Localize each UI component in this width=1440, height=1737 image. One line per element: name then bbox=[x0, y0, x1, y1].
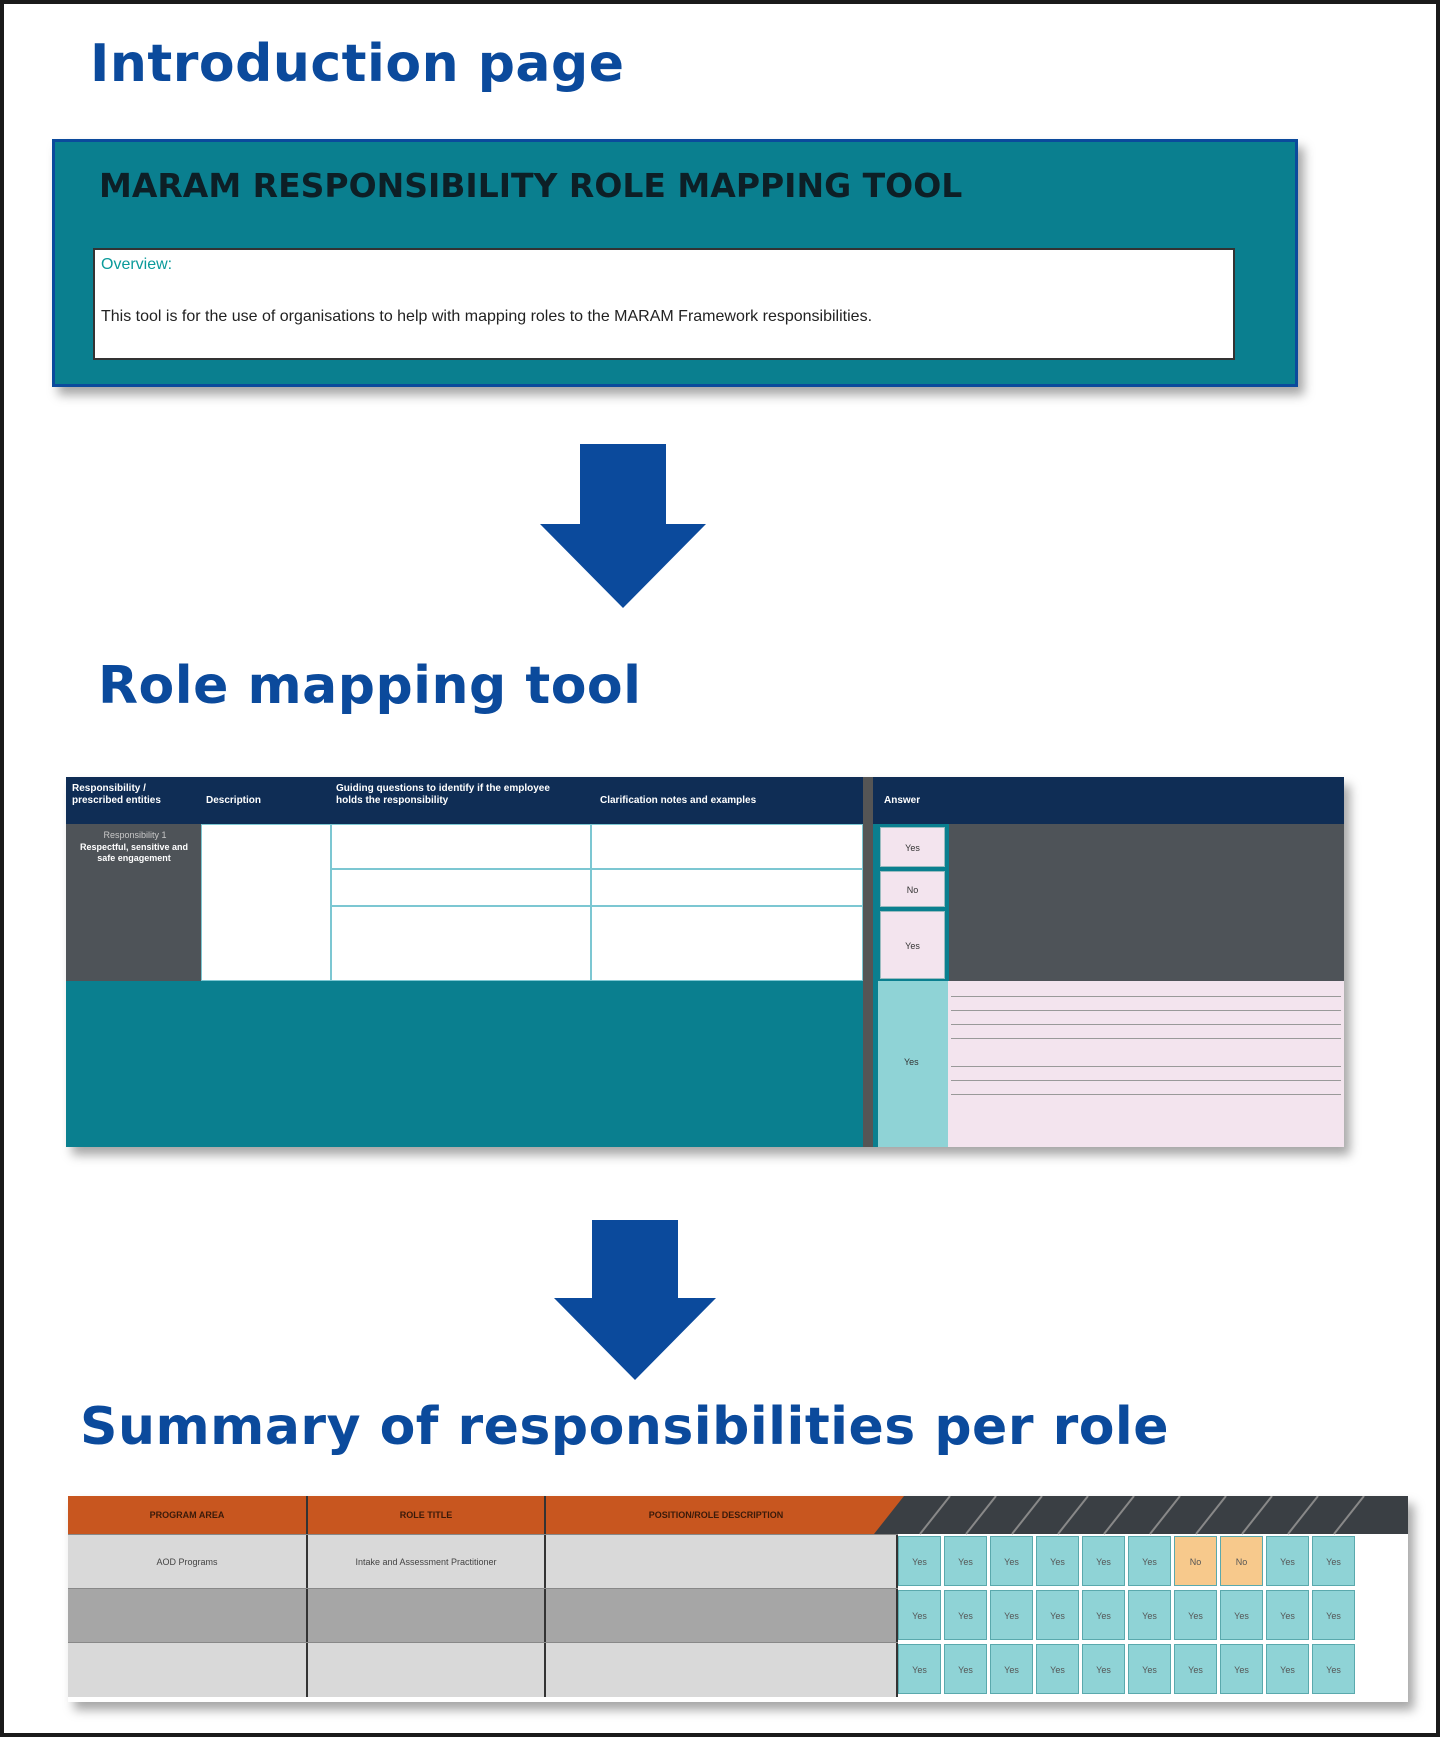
grid-cell: Yes bbox=[1220, 1590, 1263, 1640]
grid-cell: Yes bbox=[1036, 1644, 1079, 1694]
question-cell-3 bbox=[331, 906, 591, 981]
row-2-description bbox=[546, 1589, 898, 1643]
responsibility-number-headers bbox=[874, 1496, 1408, 1535]
summary-preview: PROGRAM AREA ROLE TITLE POSITION/ROLE DE… bbox=[68, 1496, 1408, 1702]
summary-heading: Summary of responsibilities per role bbox=[80, 1397, 1170, 1457]
grid-cell: Yes bbox=[1128, 1644, 1171, 1694]
role-table-header: Responsibility / prescribed entities Des… bbox=[66, 777, 1344, 824]
grid-cell: No bbox=[1220, 1536, 1263, 1586]
row-1-program: AOD Programs bbox=[68, 1535, 308, 1589]
responsibility-name: Respectful, sensitive and safe engagemen… bbox=[79, 842, 189, 863]
row-2-program bbox=[68, 1589, 308, 1643]
grid-cell: Yes bbox=[898, 1536, 941, 1586]
summary-header-bar: PROGRAM AREA ROLE TITLE POSITION/ROLE DE… bbox=[68, 1496, 918, 1534]
grid-cell: Yes bbox=[944, 1590, 987, 1640]
header-description: Description bbox=[206, 795, 262, 806]
grid-cell: Yes bbox=[990, 1536, 1033, 1586]
summary-row-1: AOD Programs Intake and Assessment Pract… bbox=[68, 1534, 898, 1589]
summary-row-3 bbox=[68, 1642, 898, 1697]
grid-cell: Yes bbox=[1174, 1644, 1217, 1694]
overview-description: This tool is for the use of organisation… bbox=[101, 308, 873, 325]
grid-cell: Yes bbox=[1312, 1644, 1355, 1694]
clarification-cell-2 bbox=[591, 869, 863, 906]
row-3-role-title bbox=[308, 1643, 546, 1697]
header-program-area: PROGRAM AREA bbox=[68, 1496, 308, 1534]
answer-cell-3: Yes bbox=[880, 911, 945, 979]
header-role-title: ROLE TITLE bbox=[308, 1496, 546, 1534]
summary-row-2 bbox=[68, 1588, 898, 1643]
grid-cell: Yes bbox=[1312, 1536, 1355, 1586]
row-1-description bbox=[546, 1535, 898, 1589]
grid-cell: Yes bbox=[1266, 1536, 1309, 1586]
description-cell bbox=[201, 824, 331, 981]
grid-cell: Yes bbox=[1082, 1590, 1125, 1640]
grid-cell: Yes bbox=[1266, 1590, 1309, 1640]
grid-cell: Yes bbox=[1128, 1590, 1171, 1640]
intro-panel: MARAM RESPONSIBILITY ROLE MAPPING TOOL O… bbox=[52, 139, 1298, 387]
header-responsibility: Responsibility / prescribed entities bbox=[72, 783, 161, 806]
responsibility-number: Responsibility 1 bbox=[103, 830, 167, 840]
answer-cell-2: No bbox=[880, 871, 945, 907]
grid-cell: No bbox=[1174, 1536, 1217, 1586]
clarification-cell-3 bbox=[591, 906, 863, 981]
down-arrow-icon bbox=[540, 444, 706, 608]
question-cell-2 bbox=[331, 869, 591, 906]
overview-box: Overview: This tool is for the use of or… bbox=[93, 248, 1235, 360]
grid-cell: Yes bbox=[990, 1590, 1033, 1640]
role-heading: Role mapping tool bbox=[98, 656, 642, 716]
grid-cell: Yes bbox=[1036, 1536, 1079, 1586]
down-arrow-icon-2 bbox=[554, 1220, 716, 1380]
column-divider bbox=[863, 777, 873, 1147]
answer-explanation bbox=[948, 981, 1344, 1147]
grid-cell: Yes bbox=[898, 1590, 941, 1640]
header-clarification: Clarification notes and examples bbox=[600, 795, 757, 806]
overview-label: Overview: bbox=[101, 256, 173, 273]
row-1-role-title: Intake and Assessment Practitioner bbox=[308, 1535, 546, 1589]
grid-cell: Yes bbox=[1174, 1590, 1217, 1640]
grid-cell: Yes bbox=[1266, 1644, 1309, 1694]
grid-cell: Yes bbox=[1082, 1644, 1125, 1694]
header-guiding-questions: Guiding questions to identify if the emp… bbox=[336, 783, 550, 806]
grid-cell: Yes bbox=[1220, 1644, 1263, 1694]
grid-cell: Yes bbox=[1082, 1536, 1125, 1586]
row-3-program bbox=[68, 1643, 308, 1697]
header-answer: Answer bbox=[884, 795, 921, 806]
grid-cell: Yes bbox=[1312, 1590, 1355, 1640]
answer-cell-1: Yes bbox=[880, 827, 945, 867]
clarification-cell-1 bbox=[591, 824, 863, 869]
grid-cell: Yes bbox=[1036, 1590, 1079, 1640]
grid-cell: Yes bbox=[1128, 1536, 1171, 1586]
grid-cell: Yes bbox=[990, 1644, 1033, 1694]
grid-cell: Yes bbox=[898, 1644, 941, 1694]
intro-panel-title: MARAM RESPONSIBILITY ROLE MAPPING TOOL bbox=[99, 166, 963, 205]
responsibility-cell: Responsibility 1 Respectful, sensitive a… bbox=[66, 824, 201, 981]
question-cell-1 bbox=[331, 824, 591, 869]
grid-cell: Yes bbox=[944, 1536, 987, 1586]
role-mapping-preview: Responsibility / prescribed entities Des… bbox=[66, 777, 1344, 1147]
header-position-description: POSITION/ROLE DESCRIPTION bbox=[648, 1510, 784, 1520]
answer-notes-area bbox=[949, 824, 1344, 981]
intro-heading: Introduction page bbox=[90, 34, 625, 94]
row-2-role-title bbox=[308, 1589, 546, 1643]
grid-cell: Yes bbox=[944, 1644, 987, 1694]
answer-cell-4: Yes bbox=[878, 981, 948, 1147]
row-3-description bbox=[546, 1643, 898, 1697]
answer-cell-4-value: Yes bbox=[904, 1057, 919, 1067]
